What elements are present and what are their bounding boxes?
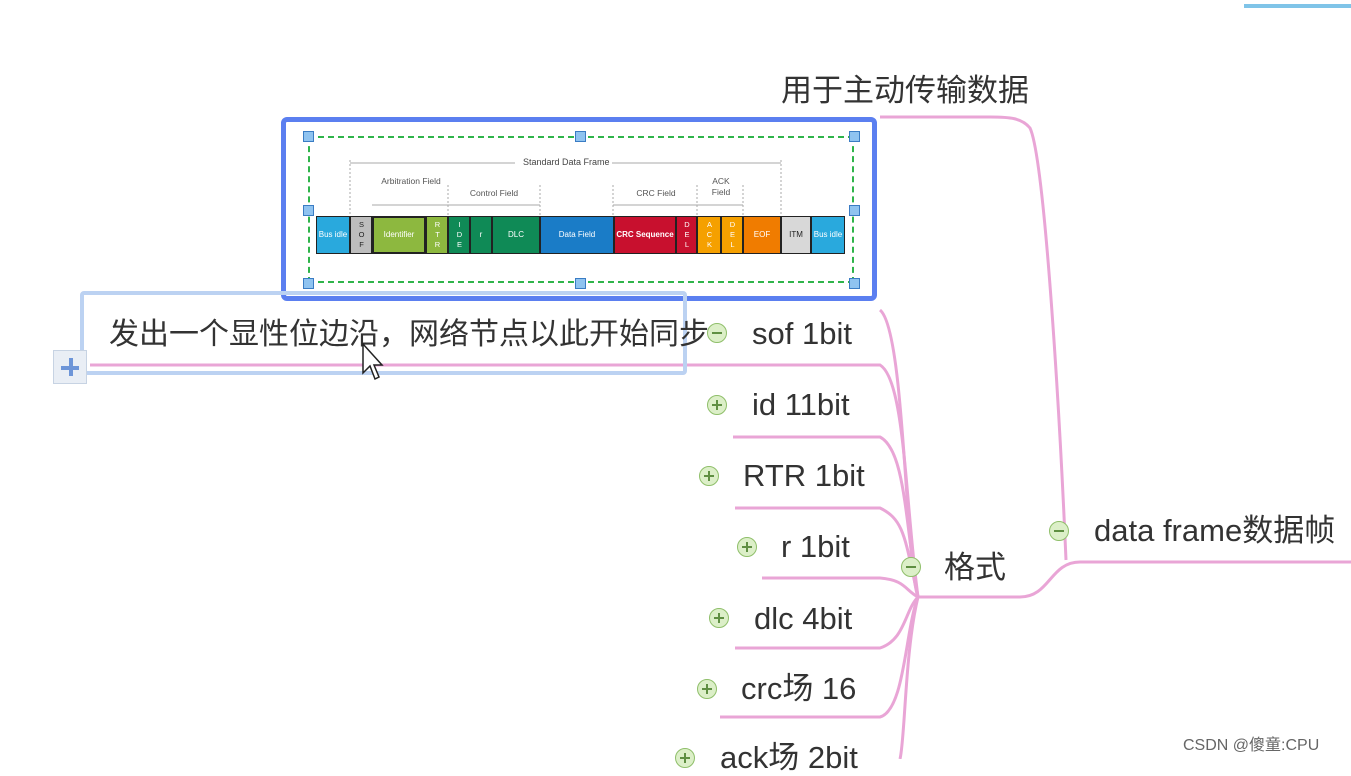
bit-segment: Bus idle — [316, 216, 350, 254]
expand-icon[interactable] — [707, 395, 727, 415]
frame-bracket-lines — [349, 160, 782, 216]
add-node-button[interactable] — [53, 350, 87, 384]
purpose-note[interactable]: 用于主动传输数据 — [781, 73, 1029, 108]
resize-handle[interactable] — [303, 131, 314, 142]
bit-segment: Identifier — [372, 216, 426, 254]
expand-icon[interactable] — [675, 748, 695, 768]
bit-segment: DEL — [721, 216, 743, 254]
bit-segment: Bus idle — [811, 216, 845, 254]
resize-handle[interactable] — [575, 278, 586, 289]
collapse-icon[interactable] — [1049, 521, 1069, 541]
bit-segment: Data Field — [540, 216, 614, 254]
collapse-icon[interactable] — [707, 323, 727, 343]
expand-icon[interactable] — [697, 679, 717, 699]
resize-handle[interactable] — [303, 278, 314, 289]
root-node-data-frame[interactable]: data frame数据帧 — [1094, 513, 1336, 548]
bit-segment: ACK — [697, 216, 721, 254]
bit-segment: RTR — [426, 216, 448, 254]
selected-image-frame[interactable] — [281, 117, 877, 301]
editing-note-text[interactable]: 发出一个显性位边沿，网络节点以此开始同步 — [109, 318, 709, 351]
bit-segment: SOF — [350, 216, 372, 254]
bit-segment: DLC — [492, 216, 540, 254]
field-node-sof[interactable]: sof 1bit — [752, 316, 852, 351]
mouse-cursor-icon — [362, 343, 384, 381]
watermark: CSDN @傻童:CPU — [1183, 737, 1320, 754]
resize-handle[interactable] — [849, 131, 860, 142]
crc-field-label: CRC Field — [636, 188, 676, 198]
top-progress-bar — [1244, 4, 1351, 8]
expand-icon[interactable] — [737, 537, 757, 557]
field-node-id[interactable]: id 11bit — [752, 387, 850, 422]
bit-segment: EOF — [743, 216, 781, 254]
bit-segment: IDE — [448, 216, 470, 254]
bit-segment: ITM — [781, 216, 811, 254]
ack-field-label: ACK Field — [711, 176, 731, 197]
bit-segment: CRC Sequence — [614, 216, 676, 254]
bit-segment: DEL — [676, 216, 697, 254]
control-field-label: Control Field — [469, 188, 519, 198]
note-edit-box[interactable] — [80, 291, 687, 375]
field-node-ack[interactable]: ack场 2bit — [720, 740, 858, 775]
field-node-dlc[interactable]: dlc 4bit — [754, 601, 853, 636]
collapse-icon[interactable] — [901, 557, 921, 577]
expand-icon[interactable] — [709, 608, 729, 628]
bit-segment: r — [470, 216, 492, 254]
expand-icon[interactable] — [699, 466, 719, 486]
resize-handle[interactable] — [849, 278, 860, 289]
arbitration-field-label: Arbitration Field — [381, 176, 441, 186]
resize-handle[interactable] — [575, 131, 586, 142]
frame-title: Standard Data Frame — [523, 157, 610, 167]
format-node[interactable]: 格式 — [944, 550, 1006, 585]
field-node-rtr[interactable]: RTR 1bit — [743, 458, 865, 493]
field-node-r[interactable]: r 1bit — [781, 529, 850, 564]
resize-handle[interactable] — [303, 205, 314, 216]
field-node-crc[interactable]: crc场 16 — [741, 671, 857, 706]
resize-handle[interactable] — [849, 205, 860, 216]
